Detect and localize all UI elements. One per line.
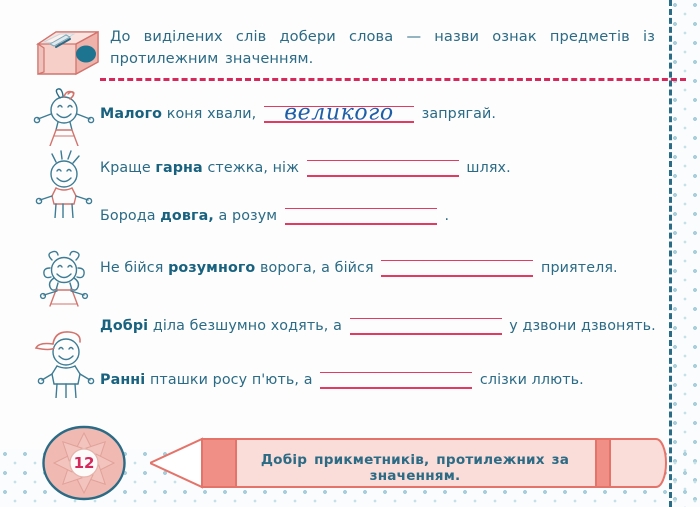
sentence-prefix: Не бійся xyxy=(100,260,164,276)
sentence-text-after: приятеля. xyxy=(541,260,618,276)
pencil-sharpener-icon xyxy=(35,30,99,76)
footer-caption: Добір прикметників, протилежних за значе… xyxy=(260,452,570,484)
keyword-bold: розумного xyxy=(168,260,256,276)
sentence-text: коня хвали, xyxy=(166,106,257,122)
answer-blank[interactable] xyxy=(381,259,534,278)
page-number: 12 xyxy=(73,454,95,472)
background-dot-pattern-right xyxy=(670,0,700,507)
keyword-bold: гарна xyxy=(155,160,203,176)
sentence-middle: ворога, а бійся xyxy=(260,260,374,276)
pencil-banner-icon xyxy=(150,437,667,489)
sentence-text-after: запрягай. xyxy=(421,106,497,122)
sentence-prefix: Краще xyxy=(100,160,151,176)
keyword-bold: Ранні xyxy=(100,372,146,388)
answer-blank[interactable]: великого xyxy=(263,100,414,126)
girl-curly-hair-figure xyxy=(39,250,89,307)
handwritten-answer: великого xyxy=(284,100,394,126)
sentence-text-after: у дзвони дзвонять. xyxy=(509,318,656,334)
girl-with-bow-figure xyxy=(33,88,95,146)
answer-blank[interactable] xyxy=(306,159,459,178)
horizontal-dashed-divider xyxy=(100,78,686,81)
answer-blank[interactable] xyxy=(349,317,502,336)
sentence-text-after: слізки ллють. xyxy=(479,372,584,388)
answer-blank[interactable] xyxy=(284,207,437,226)
boy-spiky-hair-figure xyxy=(35,150,93,218)
sentence-prefix: Борода xyxy=(100,208,156,224)
boy-with-cap-figure xyxy=(34,331,95,398)
content-card xyxy=(0,0,668,449)
keyword-bold: довга, xyxy=(160,208,214,224)
sentence-middle: діла безшумно ходять, а xyxy=(152,318,342,334)
sentence-middle: а розум xyxy=(218,208,278,224)
keyword-bold: Малого xyxy=(100,106,163,122)
sentence-middle: стежка, ніж xyxy=(207,160,300,176)
task-instruction-text: До виділених слів добери слова — назви о… xyxy=(110,28,655,67)
vertical-dashed-tear-line xyxy=(669,0,672,507)
keyword-bold: Добрі xyxy=(100,318,149,334)
flower-rosette-badge xyxy=(42,425,126,501)
answer-blank[interactable] xyxy=(320,371,473,390)
sentence-middle: пташки росу п'ють, а xyxy=(149,372,313,388)
sentence-text-after: шлях. xyxy=(466,160,511,176)
sentence-text-after: . xyxy=(444,208,450,224)
